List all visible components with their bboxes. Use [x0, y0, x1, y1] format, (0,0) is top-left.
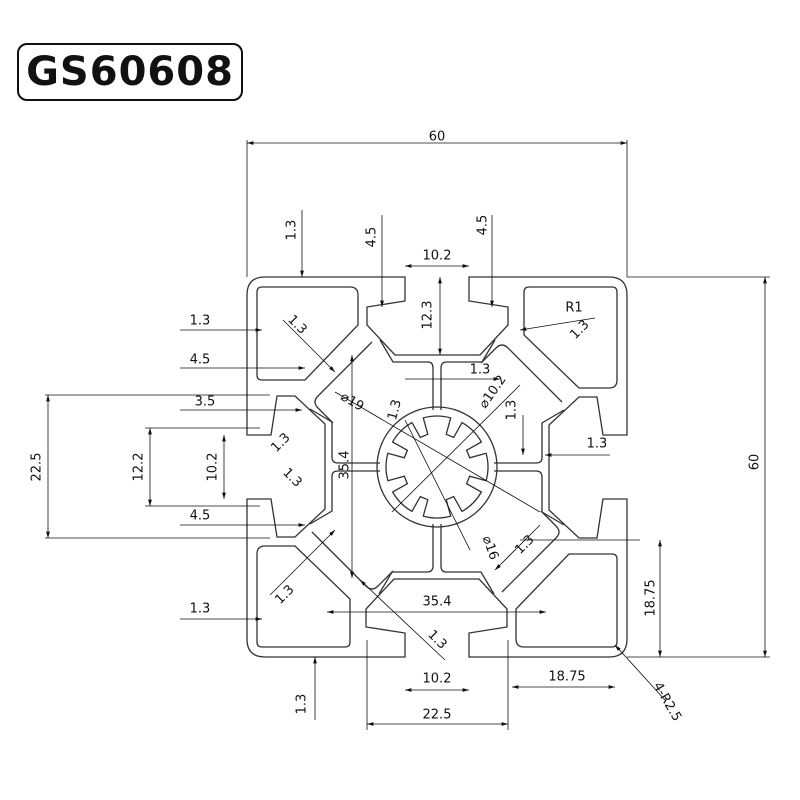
center-bore-splined	[385, 415, 489, 519]
dim-web-diag-tl: 1.3	[284, 312, 309, 337]
dim-top-wall: 1.3	[285, 220, 300, 241]
dim-web-diag-l2: 1.3	[279, 465, 304, 490]
dim-left-lip-bottom: 4.5	[190, 509, 211, 524]
dim-web-diag-bl: 1.3	[272, 582, 297, 607]
dim-half-height: 18.75	[644, 579, 659, 616]
profile-title: GS60608	[26, 49, 234, 95]
dim-web-diag-br: 1.3	[512, 532, 537, 557]
dim-slot-depth: 12.3	[421, 301, 436, 330]
dim-left-inner: 12.2	[132, 453, 147, 482]
dim-bottom-wall: 1.3	[295, 694, 310, 715]
center-ring	[376, 406, 498, 528]
dim-bottom-opening: 10.2	[423, 672, 452, 687]
dim-slot-lip-right: 4.5	[476, 215, 491, 236]
dim-outer-radius: 4-R2.5	[650, 680, 684, 724]
dim-bore: ⌀16	[479, 534, 501, 562]
dim-left-step: 3.5	[195, 395, 216, 410]
dim-inner-span-v: 35.4	[338, 451, 353, 480]
aluminium-profile-section	[246, 276, 628, 658]
dim-left-lip-top: 4.5	[190, 353, 211, 368]
dim-corner-radius-inner: R1	[565, 301, 582, 316]
dim-center-web-v: 1.3	[385, 398, 405, 422]
dimension-lines	[45, 140, 770, 730]
dim-inner-span-h: 35.4	[423, 595, 452, 610]
dim-web-diag-tr: 1.3	[567, 317, 592, 342]
profile-side	[256, 276, 628, 424]
dimension-labels: 60 60 1.3 4.5 4.5 10.2 12.3 R1 1.3 1.3 4…	[30, 130, 763, 725]
dim-left-span: 22.5	[30, 453, 45, 482]
dim-overall-width: 60	[429, 130, 446, 145]
dim-half-width: 18.75	[548, 670, 585, 685]
dim-slot-lip-left: 4.5	[365, 227, 380, 248]
dim-overall-height: 60	[748, 454, 763, 471]
dim-bottom-span: 22.5	[423, 708, 452, 723]
profile-title-box: GS60608	[17, 43, 243, 101]
dim-web-diag-b: 1.3	[424, 627, 449, 652]
dim-right-web-h: 1.3	[587, 437, 608, 452]
dim-web-diag-l1: 1.3	[268, 430, 293, 455]
dim-left-wall-bottom: 1.3	[190, 602, 211, 617]
dim-center-web-h: 1.3	[470, 363, 491, 378]
dim-left-opening: 10.2	[206, 453, 221, 482]
dim-right-web-v: 1.3	[505, 400, 520, 421]
dim-left-wall: 1.3	[190, 314, 211, 329]
dim-slot-opening-top: 10.2	[423, 249, 452, 264]
